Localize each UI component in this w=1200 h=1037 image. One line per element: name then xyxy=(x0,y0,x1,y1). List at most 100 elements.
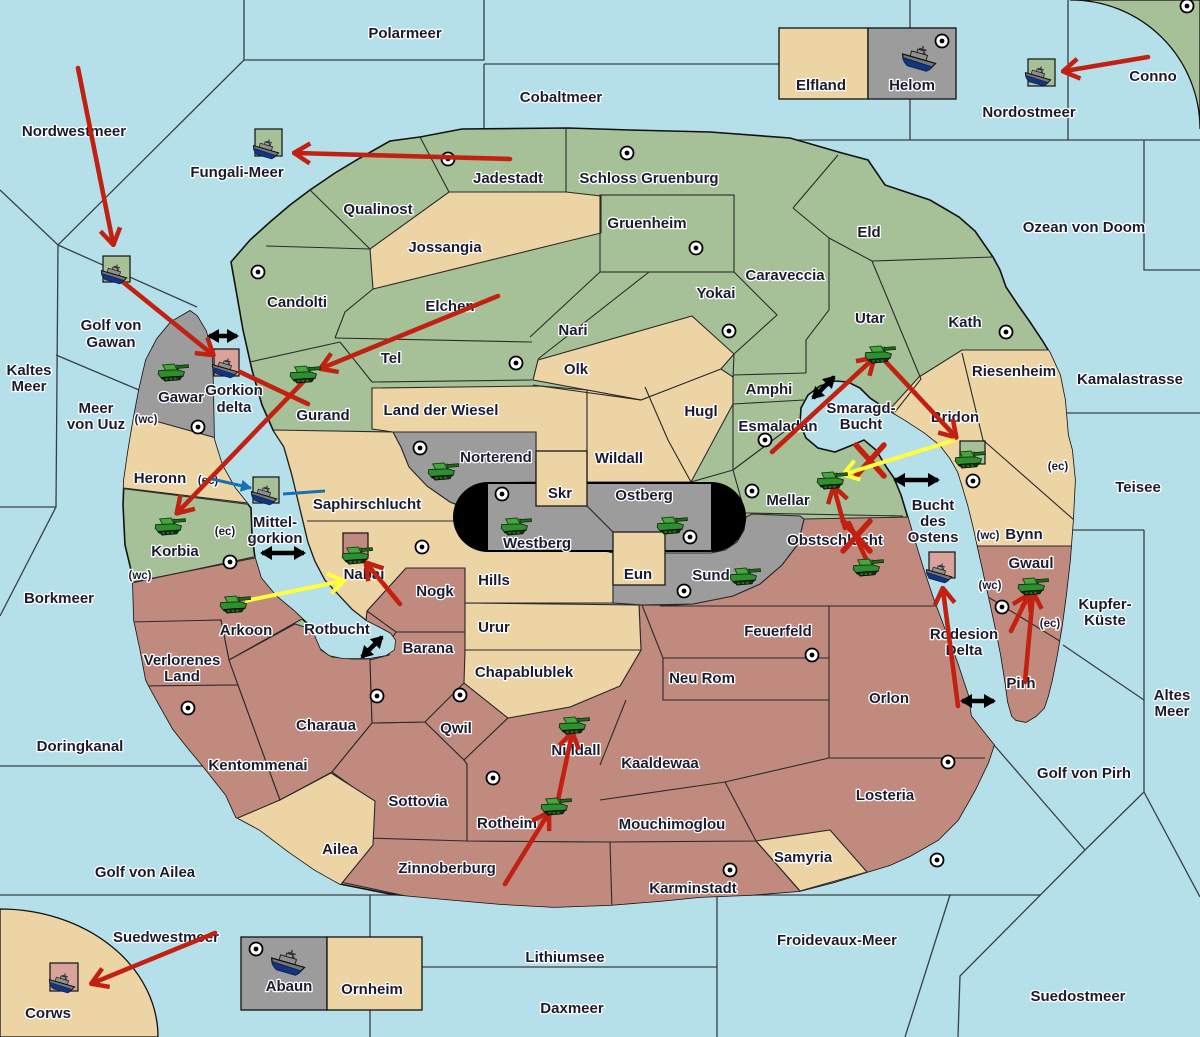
svg-text:Kupfer-: Kupfer- xyxy=(1078,596,1131,613)
svg-text:Doringkanal: Doringkanal xyxy=(37,738,124,755)
svg-text:Olk: Olk xyxy=(564,361,589,378)
svg-text:Gwaul: Gwaul xyxy=(1008,555,1053,572)
svg-text:des: des xyxy=(920,513,946,530)
svg-text:Zinnoberburg: Zinnoberburg xyxy=(398,860,496,877)
svg-text:Mittel-: Mittel- xyxy=(253,514,297,531)
svg-text:Qwil: Qwil xyxy=(440,720,472,737)
svg-text:(wc): (wc) xyxy=(129,570,152,582)
svg-text:Neu Rom: Neu Rom xyxy=(669,670,735,687)
svg-text:Teisee: Teisee xyxy=(1115,479,1161,496)
svg-text:Mellar: Mellar xyxy=(766,492,810,509)
svg-text:Land der Wiesel: Land der Wiesel xyxy=(384,402,499,419)
svg-text:Arkoon: Arkoon xyxy=(220,622,273,639)
svg-text:Polarmeer: Polarmeer xyxy=(368,25,442,42)
svg-text:Karminstadt: Karminstadt xyxy=(649,880,737,897)
svg-text:Sottovia: Sottovia xyxy=(388,793,448,810)
svg-text:(ec): (ec) xyxy=(1048,461,1069,473)
svg-text:Borkmeer: Borkmeer xyxy=(24,590,94,607)
svg-text:Heronn: Heronn xyxy=(134,470,187,487)
svg-text:Barana: Barana xyxy=(403,640,455,657)
svg-text:Chapablublek: Chapablublek xyxy=(475,664,574,681)
svg-text:Nordostmeer: Nordostmeer xyxy=(982,104,1076,121)
svg-text:Elfland: Elfland xyxy=(796,77,846,94)
svg-text:Cobaltmeer: Cobaltmeer xyxy=(520,89,603,106)
svg-text:Nari: Nari xyxy=(558,322,587,339)
svg-text:Saphirschlucht: Saphirschlucht xyxy=(313,496,421,513)
svg-text:Westberg: Westberg xyxy=(503,535,571,552)
svg-text:Qualinost: Qualinost xyxy=(343,201,412,218)
svg-text:Golf von Ailea: Golf von Ailea xyxy=(95,864,196,881)
svg-text:Verlorenes: Verlorenes xyxy=(144,652,221,669)
svg-text:Pirh: Pirh xyxy=(1006,675,1035,692)
svg-text:Gawan: Gawan xyxy=(86,334,135,351)
svg-text:von Uuz: von Uuz xyxy=(67,416,125,433)
svg-text:(ec): (ec) xyxy=(215,526,236,538)
svg-text:(wc): (wc) xyxy=(979,580,1002,592)
svg-text:Gawar: Gawar xyxy=(158,389,204,406)
svg-text:Losteria: Losteria xyxy=(856,787,915,804)
svg-text:Bynn: Bynn xyxy=(1005,526,1043,543)
svg-text:gorkion: gorkion xyxy=(248,530,303,547)
svg-text:Fungali-Meer: Fungali-Meer xyxy=(190,164,284,181)
svg-text:Meer: Meer xyxy=(1154,703,1189,720)
svg-text:Rotbucht: Rotbucht xyxy=(304,621,370,638)
svg-text:Conno: Conno xyxy=(1129,68,1176,85)
svg-text:Jossangia: Jossangia xyxy=(408,239,482,256)
svg-text:Bucht: Bucht xyxy=(912,497,955,514)
svg-text:Ostberg: Ostberg xyxy=(615,487,673,504)
svg-text:Ailea: Ailea xyxy=(322,841,359,858)
svg-text:Ostens: Ostens xyxy=(908,529,959,546)
svg-text:Land: Land xyxy=(164,668,200,685)
svg-text:Küste: Küste xyxy=(1084,612,1126,629)
svg-text:Bucht: Bucht xyxy=(840,416,883,433)
svg-text:Helom: Helom xyxy=(889,77,935,94)
svg-text:Skr: Skr xyxy=(548,485,572,502)
svg-text:Kaltes: Kaltes xyxy=(6,362,51,379)
svg-text:Esmaladan: Esmaladan xyxy=(738,418,817,435)
svg-text:Rodesion: Rodesion xyxy=(930,626,998,643)
svg-text:Orlon: Orlon xyxy=(869,690,909,707)
svg-text:Altes: Altes xyxy=(1154,687,1191,704)
svg-text:Golf von Pirh: Golf von Pirh xyxy=(1037,765,1131,782)
svg-text:Wildall: Wildall xyxy=(595,450,643,467)
svg-text:(wc): (wc) xyxy=(135,414,158,426)
svg-text:Nilldall: Nilldall xyxy=(551,742,600,759)
svg-text:Amphi: Amphi xyxy=(746,381,793,398)
svg-text:Samyria: Samyria xyxy=(774,849,833,866)
svg-text:(wc): (wc) xyxy=(977,530,1000,542)
svg-text:Jadestadt: Jadestadt xyxy=(473,170,543,187)
svg-text:Ozean von Doom: Ozean von Doom xyxy=(1023,219,1146,236)
svg-text:delta: delta xyxy=(216,399,252,416)
svg-text:Abaun: Abaun xyxy=(266,978,313,995)
svg-text:Gorkion: Gorkion xyxy=(205,382,263,399)
svg-text:Yokai: Yokai xyxy=(697,285,736,302)
svg-text:Riesenheim: Riesenheim xyxy=(972,363,1056,380)
svg-text:Candolti: Candolti xyxy=(267,294,327,311)
svg-text:Delta: Delta xyxy=(946,642,983,659)
svg-text:(ec): (ec) xyxy=(1040,618,1061,630)
svg-text:Hills: Hills xyxy=(478,572,510,589)
svg-text:Meer: Meer xyxy=(11,378,46,395)
svg-text:Kaaldewaa: Kaaldewaa xyxy=(621,755,699,772)
svg-text:Lithiumsee: Lithiumsee xyxy=(525,949,604,966)
svg-text:Froidevaux-Meer: Froidevaux-Meer xyxy=(777,932,897,949)
svg-text:Daxmeer: Daxmeer xyxy=(540,1000,604,1017)
svg-text:Smaragd-: Smaragd- xyxy=(826,400,895,417)
svg-text:Kamalastrasse: Kamalastrasse xyxy=(1077,371,1183,388)
svg-text:Sund: Sund xyxy=(692,567,730,584)
svg-text:Ornheim: Ornheim xyxy=(341,981,403,998)
svg-text:Gruenheim: Gruenheim xyxy=(607,215,686,232)
svg-text:Gurand: Gurand xyxy=(296,407,349,424)
svg-text:Charaua: Charaua xyxy=(296,717,357,734)
svg-text:Suedostmeer: Suedostmeer xyxy=(1030,988,1125,1005)
svg-text:Utar: Utar xyxy=(855,310,885,327)
svg-text:Nogk: Nogk xyxy=(416,583,454,600)
svg-text:Golf von: Golf von xyxy=(81,317,142,334)
svg-text:Nordwestmeer: Nordwestmeer xyxy=(22,123,126,140)
svg-text:Meer: Meer xyxy=(78,400,113,417)
svg-text:Eun: Eun xyxy=(624,566,652,583)
svg-text:Feuerfeld: Feuerfeld xyxy=(744,623,812,640)
svg-text:Kentommenai: Kentommenai xyxy=(208,757,307,774)
svg-text:Corws: Corws xyxy=(25,1005,71,1022)
svg-text:Hugl: Hugl xyxy=(684,403,717,420)
